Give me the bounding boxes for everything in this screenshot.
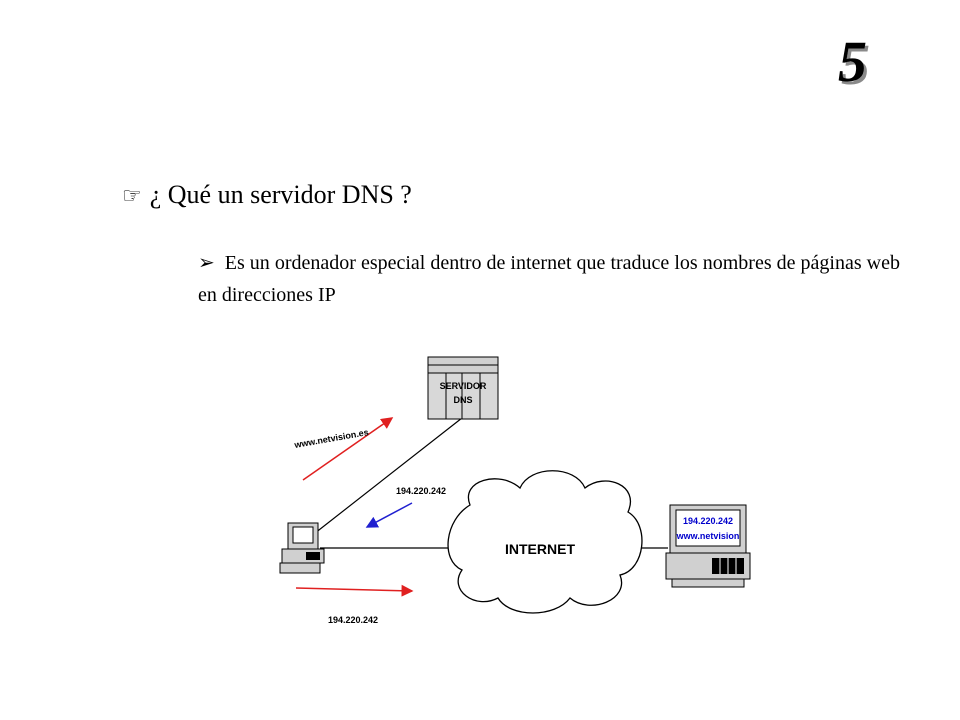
web-host-computer-icon: 194.220.242 www.netvision [665,504,751,588]
slide-number: 5 [838,29,867,94]
client-server-link [309,417,463,538]
query-label: www.netvision.es [293,427,370,450]
reply-label: 194.220.242 [396,486,446,496]
server-label-line1: SERVIDOR [440,381,487,391]
client-computer-icon [279,522,325,574]
question-text: ¿ Qué un servidor DNS ? [149,180,412,209]
answer-text: Es un ordenador especial dentro de inter… [198,252,900,306]
dns-server-icon: SERVIDOR DNS [427,356,499,420]
server-label-line2: DNS [453,395,472,405]
cloud-label: INTERNET [505,541,575,557]
host-ip-text: 194.220.242 [683,516,733,526]
query-arrow [302,417,394,481]
arrow-bullet-icon: ➢ [198,252,215,274]
request-label: 194.220.242 [328,615,378,625]
internet-cloud: INTERNET [447,470,643,614]
host-name-text: www.netvision [676,531,740,541]
request-arrow [295,584,414,597]
pointing-hand-icon: ☞ [122,183,142,208]
answer-paragraph: ➢Es un ordenador especial dentro de inte… [198,247,900,311]
question-line: ☞ ¿ Qué un servidor DNS ? [122,180,412,210]
reply-arrow [365,502,413,528]
